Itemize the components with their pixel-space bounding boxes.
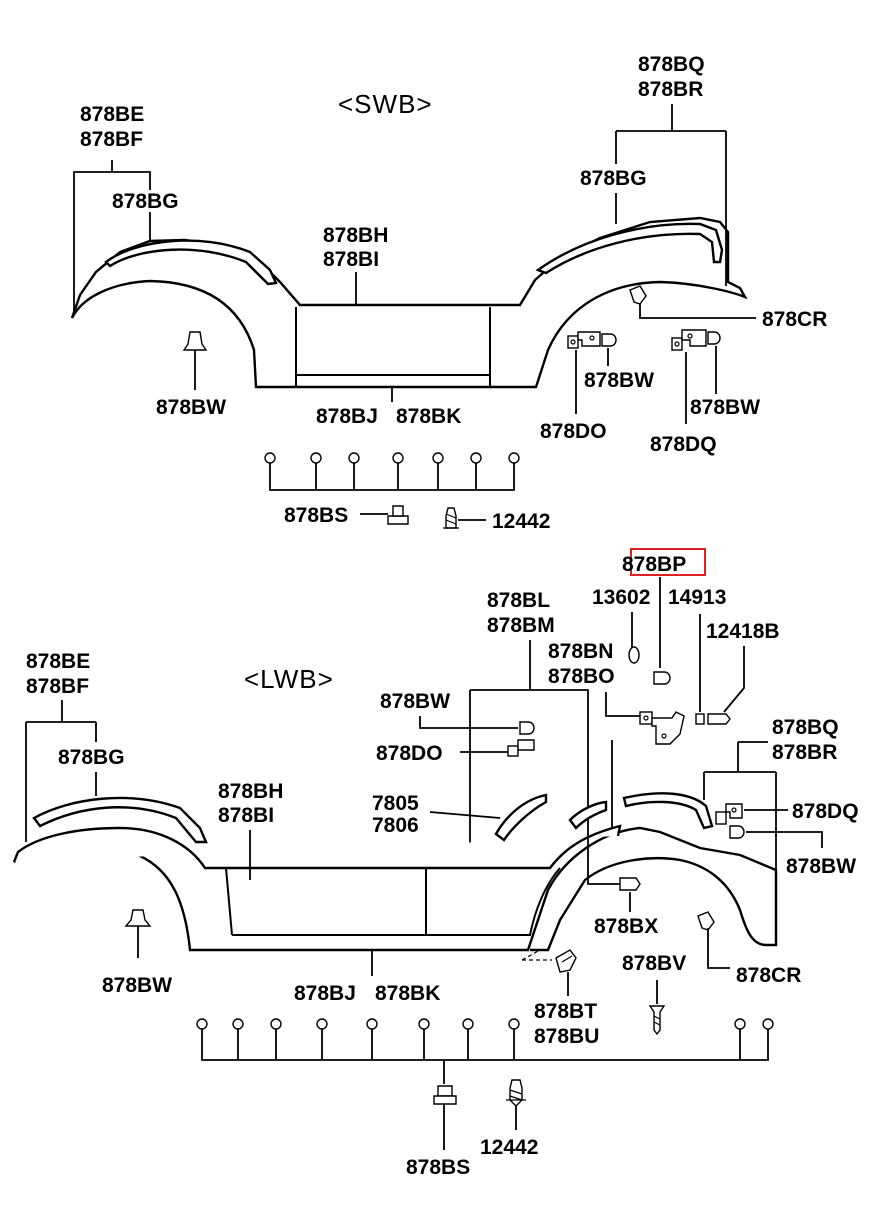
lwb-center-flare[interactable] bbox=[568, 800, 608, 830]
lwb-screw-878bv[interactable] bbox=[648, 1005, 666, 1036]
swb-bracket-878do[interactable] bbox=[567, 331, 601, 349]
swb-pin-878bw-mid[interactable] bbox=[601, 333, 617, 347]
swb-title: <SWB> bbox=[338, 89, 433, 119]
lwb-label-878bq: 878BQ bbox=[772, 716, 839, 739]
lwb-trim-7805[interactable] bbox=[494, 793, 548, 842]
lwb-label-878bl: 878BL bbox=[487, 589, 550, 612]
highlight-box-878bp bbox=[630, 548, 706, 576]
lwb-label-878dq: 878DQ bbox=[792, 800, 859, 823]
swb-label-878dq: 878DQ bbox=[650, 433, 717, 456]
swb-right-flare[interactable] bbox=[535, 222, 724, 275]
swb-label-878bw-mid: 878BW bbox=[584, 369, 654, 392]
swb-label-878bh: 878BH bbox=[323, 224, 388, 247]
lwb-clip-878bt[interactable] bbox=[555, 949, 577, 973]
swb-fastener-878bs[interactable] bbox=[387, 505, 409, 525]
swb-left-flare[interactable] bbox=[104, 239, 278, 286]
lwb-title: <LWB> bbox=[244, 664, 334, 694]
lwb-label-12418b: 12418B bbox=[706, 620, 780, 643]
lwb-label-878bv: 878BV bbox=[622, 952, 686, 975]
swb-label-878bw-right: 878BW bbox=[690, 396, 760, 419]
lwb-label-13602: 13602 bbox=[592, 586, 650, 609]
lwb-label-14913: 14913 bbox=[668, 586, 726, 609]
swb-clip-row bbox=[264, 452, 520, 491]
lwb-screw-12442[interactable] bbox=[506, 1079, 526, 1107]
lwb-label-878bj: 878BJ bbox=[294, 982, 356, 1005]
swb-label-878bg-left: 878BG bbox=[112, 190, 179, 213]
lwb-screw-878bx[interactable] bbox=[619, 877, 641, 891]
lwb-section: <LWB> 878BP 13602 14913 12418B 878BL 878… bbox=[12, 548, 859, 1179]
swb-label-12442: 12442 bbox=[492, 510, 550, 533]
lwb-label-878bm: 878BM bbox=[487, 614, 555, 637]
swb-section: <SWB> 878BE 878BF 878BG 878BH 878BI 878B… bbox=[70, 53, 827, 533]
lwb-bracket-878bn[interactable] bbox=[639, 711, 685, 745]
swb-label-878bs: 878BS bbox=[284, 504, 348, 527]
lwb-label-878bn: 878BN bbox=[548, 640, 613, 663]
swb-label-878bf: 878BF bbox=[80, 128, 143, 151]
swb-label-878do: 878DO bbox=[540, 420, 607, 443]
lwb-pin-878bw-top[interactable] bbox=[519, 721, 535, 735]
lwb-label-7805: 7805 bbox=[372, 792, 419, 815]
lwb-label-878bw-left: 878BW bbox=[102, 974, 172, 997]
lwb-label-878bi: 878BI bbox=[218, 804, 274, 827]
swb-label-878bk: 878BK bbox=[396, 405, 461, 428]
lwb-grommet-13602[interactable] bbox=[628, 646, 640, 664]
lwb-label-878bx: 878BX bbox=[594, 915, 658, 938]
lwb-label-878br: 878BR bbox=[772, 741, 837, 764]
lwb-label-878cr: 878CR bbox=[736, 964, 801, 987]
lwb-label-878bs: 878BS bbox=[406, 1156, 470, 1179]
swb-label-878bg-right: 878BG bbox=[580, 167, 647, 190]
swb-label-878bj: 878BJ bbox=[316, 405, 378, 428]
lwb-label-878bw-right: 878BW bbox=[786, 855, 856, 878]
lwb-bracket-878dq[interactable] bbox=[715, 803, 743, 825]
swb-label-878bi: 878BI bbox=[323, 248, 379, 271]
swb-label-878br: 878BR bbox=[638, 78, 703, 101]
swb-bracket-878dq[interactable] bbox=[671, 329, 707, 351]
lwb-bracket-878do[interactable] bbox=[507, 739, 535, 757]
lwb-label-878bw-top: 878BW bbox=[380, 690, 450, 713]
lwb-clip-878cr[interactable] bbox=[697, 911, 715, 931]
swb-label-878bq: 878BQ bbox=[638, 53, 705, 76]
lwb-label-878do: 878DO bbox=[376, 742, 443, 765]
lwb-label-878bo: 878BO bbox=[548, 665, 615, 688]
lwb-right-flare[interactable] bbox=[622, 792, 714, 830]
swb-label-878be: 878BE bbox=[80, 103, 144, 126]
lwb-left-flare[interactable] bbox=[32, 796, 208, 844]
lwb-pin-878bw-right[interactable] bbox=[729, 825, 745, 839]
lwb-pin-878bp[interactable] bbox=[653, 671, 671, 685]
lwb-fastener-878bs[interactable] bbox=[433, 1085, 457, 1105]
lwb-pushpin-878bw-left[interactable] bbox=[124, 909, 152, 958]
swb-pushpin-878bw-left[interactable] bbox=[182, 331, 208, 390]
lwb-label-878bp: 878BP bbox=[622, 553, 686, 576]
swb-label-878cr: 878CR bbox=[762, 308, 827, 331]
lwb-screw-12418b[interactable] bbox=[695, 713, 731, 725]
lwb-label-878bh: 878BH bbox=[218, 780, 283, 803]
swb-screw-12442[interactable] bbox=[443, 507, 459, 529]
lwb-label-878bt: 878BT bbox=[534, 1000, 597, 1023]
lwb-label-878be: 878BE bbox=[26, 650, 90, 673]
lwb-label-878bu: 878BU bbox=[534, 1025, 599, 1048]
lwb-label-878bf: 878BF bbox=[26, 675, 89, 698]
swb-clip-878cr[interactable] bbox=[629, 285, 647, 305]
swb-label-878bw-left: 878BW bbox=[156, 396, 226, 419]
lwb-label-12442: 12442 bbox=[480, 1136, 538, 1159]
lwb-label-7806: 7806 bbox=[372, 814, 419, 837]
lwb-label-878bk: 878BK bbox=[375, 982, 440, 1005]
lwb-clip-row bbox=[196, 1018, 774, 1084]
swb-pin-878bw-right[interactable] bbox=[707, 331, 721, 345]
lwb-label-878bg-left: 878BG bbox=[58, 746, 125, 769]
